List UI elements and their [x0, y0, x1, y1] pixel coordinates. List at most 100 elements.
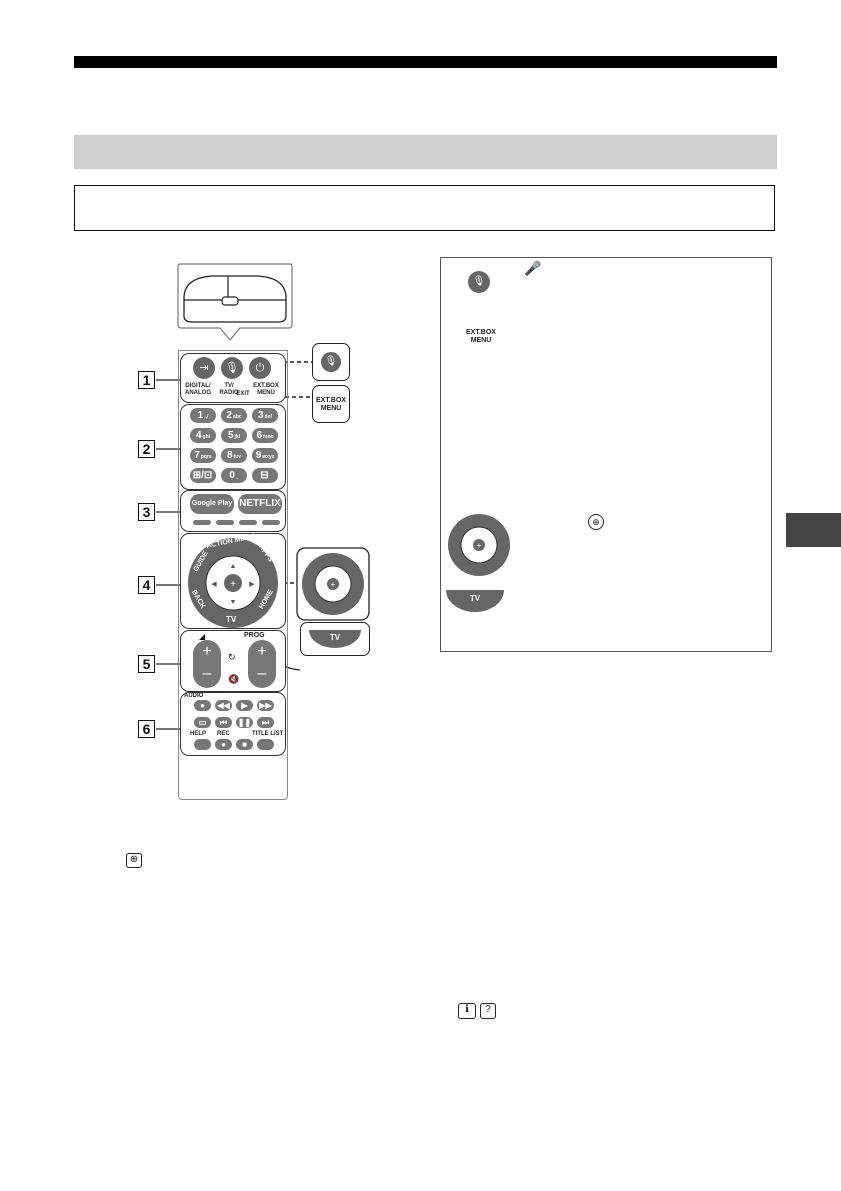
rewind-button[interactable]: ◀◀ — [215, 700, 232, 711]
prog-label: PROG — [244, 632, 265, 639]
svg-text:▼: ▼ — [230, 599, 237, 606]
number-key-letters: abc — [232, 414, 242, 420]
svg-text:+: + — [477, 541, 482, 550]
green-button[interactable] — [216, 520, 234, 525]
info-icon: ℹ — [458, 1003, 476, 1019]
power-button[interactable]: ⏻ — [249, 357, 271, 379]
volume-rocker[interactable]: + – — [193, 640, 221, 688]
number-key-digit: 8 — [226, 450, 233, 461]
panel-navigation-icon: + — [448, 514, 510, 576]
exit-label: EXIT — [236, 391, 250, 397]
help-label: HELP — [190, 731, 207, 737]
subtitle-button[interactable]: ▭ — [194, 717, 211, 728]
digital-analog-label: DIGITAL/ ANALOG — [185, 383, 211, 396]
number-key[interactable]: ⊟ — [252, 468, 278, 483]
microphone-icon: 🎙 — [321, 352, 341, 372]
number-key[interactable]: 4ghi — [190, 428, 216, 443]
input-icon: ⊕ — [126, 853, 142, 868]
number-key[interactable]: 6mno — [252, 428, 278, 443]
microphone-icon: 🎤 — [524, 260, 542, 276]
section-heading-bar — [74, 135, 777, 169]
number-key-letters: tuv — [233, 454, 242, 460]
number-key[interactable]: 0_ — [221, 468, 247, 483]
google-play-button[interactable]: Google Play — [190, 494, 234, 514]
number-key[interactable]: 3def — [252, 408, 278, 423]
explanation-panel — [440, 257, 772, 652]
group-label-5: 5 — [138, 655, 155, 673]
number-key-letters: wxyz — [262, 454, 275, 460]
microphone-icon: 🎙 — [225, 362, 239, 374]
number-key-digit: 6 — [256, 430, 262, 441]
help-button[interactable] — [194, 739, 211, 750]
fast-forward-button[interactable]: ▶▶ — [257, 700, 274, 711]
svg-text:◀: ◀ — [211, 581, 217, 588]
microphone-hole-icon — [221, 296, 239, 306]
mute-icon[interactable]: 🔇 — [228, 674, 240, 684]
number-key[interactable]: 5jkl — [221, 428, 247, 443]
group-label-2: 2 — [138, 440, 155, 458]
blue-button[interactable] — [262, 520, 280, 525]
svg-text:▶: ▶ — [249, 581, 255, 588]
number-key-letters: _ — [235, 474, 239, 480]
enter-icon: ⊕ — [588, 514, 604, 530]
navigation-ring: + ▲ ▼ ◀ ▶ — [188, 538, 278, 628]
audio-button[interactable]: ● — [194, 700, 211, 711]
red-button[interactable] — [193, 520, 211, 525]
number-key-letters: .,/ — [204, 414, 209, 420]
pause-button[interactable]: ❚❚ — [236, 717, 253, 728]
input-icon: ⇥ — [199, 362, 209, 374]
volume-icon: ◢ — [199, 632, 206, 641]
record-icon: ● — [221, 740, 226, 749]
tv-label[interactable]: TV — [226, 615, 237, 624]
fast-forward-icon: ▶▶ — [259, 701, 272, 710]
mic-callout: 🎙 — [312, 343, 350, 381]
number-key[interactable]: ⊞/⊡ — [190, 468, 216, 483]
help-icon: ? — [480, 1003, 496, 1019]
microphone-icon: 🎙 — [468, 271, 490, 293]
number-key[interactable]: 1.,/ — [190, 408, 216, 423]
number-key-letters: def — [264, 414, 273, 420]
record-button[interactable]: ● — [215, 739, 232, 750]
prog-down: – — [257, 665, 267, 682]
volume-down: – — [202, 665, 212, 682]
play-icon: ▶ — [241, 701, 248, 710]
next-button[interactable]: ⏭ — [257, 717, 274, 728]
previous-button[interactable]: ⏮ — [215, 717, 232, 728]
number-key[interactable]: 2abc — [221, 408, 247, 423]
title-list-button[interactable] — [257, 739, 274, 750]
prog-up: + — [257, 643, 267, 660]
number-pad: 1.,/ 2abc 3def 4ghi 5jkl 6mno 7pqrs 8tuv 9wxyz ⊞/… — [190, 408, 280, 488]
prog-rocker[interactable]: + – — [248, 640, 276, 688]
remote-body — [178, 350, 288, 800]
number-key-letters: pqrs — [200, 454, 212, 460]
mic-button[interactable]: 🎙 — [221, 357, 243, 379]
number-key[interactable]: 7pqrs — [190, 448, 216, 463]
stop-button[interactable]: ■ — [236, 739, 253, 750]
number-key-digit: ⊞/⊡ — [192, 470, 213, 481]
svg-text:+: + — [230, 579, 236, 590]
yellow-button[interactable] — [239, 520, 257, 525]
audio-label: AUDIO — [184, 693, 204, 699]
note-box — [74, 185, 775, 231]
group-label-3: 3 — [138, 503, 155, 521]
number-key-letters: ghi — [202, 434, 211, 440]
tv-radio-label: TV/ RADIO — [219, 383, 239, 396]
tv-callout: TV — [300, 622, 370, 656]
play-button[interactable]: ▶ — [236, 700, 253, 711]
number-key-digit: ⊟ — [260, 470, 269, 481]
subtitle-icon: ▭ — [198, 718, 207, 727]
number-key-digit: 9 — [255, 450, 262, 461]
jump-icon[interactable]: ↻ — [228, 652, 236, 662]
chapter-tab — [786, 513, 841, 547]
netflix-button[interactable]: NETFLIX — [238, 494, 282, 514]
number-key-digit: 7 — [194, 450, 200, 461]
svg-text:+: + — [331, 580, 336, 589]
number-key-digit: 3 — [257, 410, 264, 421]
panel-ext-box-menu: EXT.BOX MENU — [466, 329, 496, 344]
number-key[interactable]: 9wxyz — [252, 448, 278, 463]
number-key[interactable]: 8tuv — [221, 448, 247, 463]
title-list-label: TITLE LIST — [252, 731, 284, 737]
input-select-button[interactable]: ⇥ — [193, 357, 215, 379]
stop-icon: ■ — [242, 740, 247, 749]
pause-icon: ❚❚ — [237, 718, 252, 727]
